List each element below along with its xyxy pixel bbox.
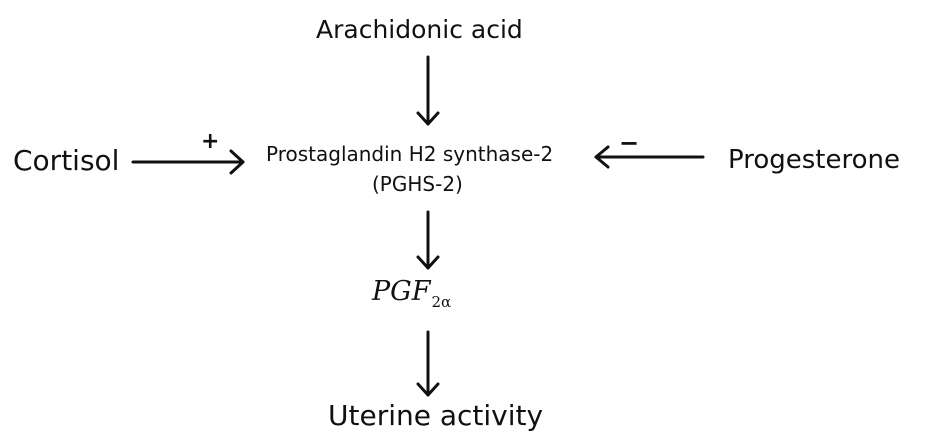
pgf-subscript: 2α (431, 293, 452, 311)
node-enzyme-name: Prostaglandin H2 synthase-2 (266, 142, 554, 166)
node-uterine-activity: Uterine activity (328, 399, 544, 432)
node-pgf2a: PGF2α (372, 276, 451, 310)
node-enzyme-abbrev: (PGHS-2) (372, 172, 463, 196)
arrow-pgf-to-uterine (416, 330, 440, 397)
pgf-main-text: PGF (372, 276, 431, 307)
sign-progesterone-minus: − (619, 129, 640, 157)
arrow-enzyme-to-pgf (416, 210, 440, 270)
arrow-cortisol-to-enzyme (131, 149, 245, 175)
node-cortisol: Cortisol (13, 144, 120, 177)
node-progesterone: Progesterone (728, 145, 900, 175)
node-arachidonic-acid: Arachidonic acid (316, 15, 523, 44)
arrow-arachidonic-to-enzyme (416, 55, 440, 126)
arrow-progesterone-to-enzyme (594, 145, 705, 169)
sign-cortisol-plus: + (201, 129, 220, 154)
